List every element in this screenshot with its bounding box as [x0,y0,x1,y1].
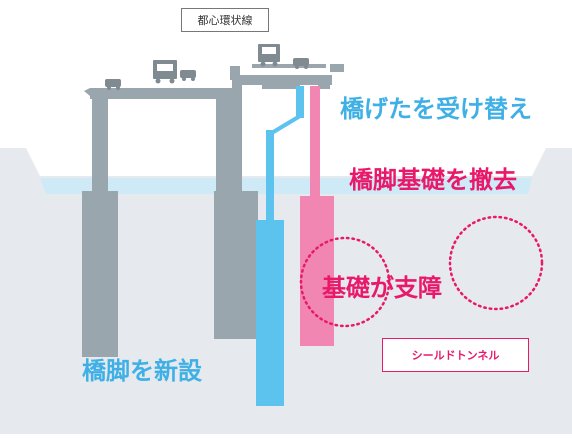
water-surface [40,178,532,194]
replace-girder-label: 橋げたを受け替え [340,95,532,123]
expressway-label: 都心環状線 [197,14,253,27]
foundation-obstructs-label: 基礎が支障 [322,274,442,302]
existing-pier-structure [82,64,344,357]
car-icon [293,58,309,69]
removed-pier [300,86,334,346]
expressway-label-box: 都心環状線 [181,8,269,32]
remove-foundation-label: 橋脚基礎を撤去 [349,166,517,194]
car-icon [180,70,196,81]
truck-icon [153,60,177,84]
car-icon [105,79,121,90]
new-pier-label: 橋脚を新設 [82,357,202,385]
shield-tunnel-label: シールドトンネル [411,349,500,362]
truck-icon [258,44,280,67]
obstruction-circle [448,215,544,311]
new-pier [256,86,304,406]
obstruction-circle [299,236,391,328]
shield-tunnel-label-box: シールドトンネル [382,338,529,372]
